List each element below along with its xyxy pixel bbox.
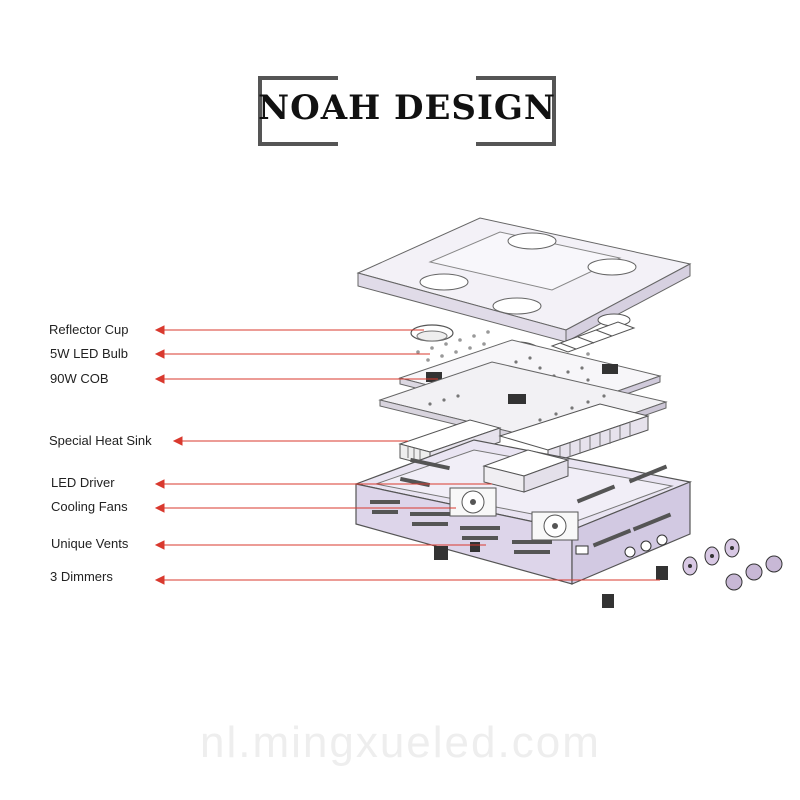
housing [353,439,693,585]
callout-arrows [154,325,660,585]
label-led-bulb: 5W LED Bulb [50,346,129,361]
dimmer-parts [602,538,783,608]
label-cob: 90W COB [50,371,109,386]
diagram-title: NOAH DESIGN [258,88,557,128]
cover-plate [356,217,692,343]
heat-sinks [398,403,650,467]
label-unique-vents: Unique Vents [51,536,129,551]
label-cooling-fans: Cooling Fans [51,499,128,514]
title-frame [258,76,556,146]
label-reflector-cup: Reflector Cup [49,322,129,337]
label-dimmers: 3 Dimmers [50,569,113,584]
watermark: nl.mingxueled.com [200,718,601,767]
label-heat-sink: Special Heat Sink [49,433,152,448]
label-led-driver: LED Driver [51,475,115,490]
